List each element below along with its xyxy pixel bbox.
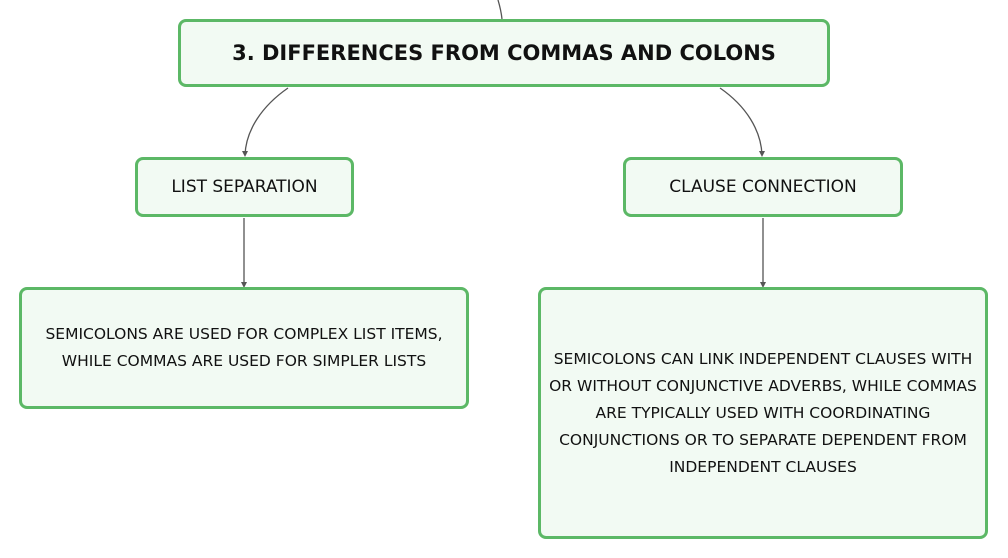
connector-root-to-clause-connection bbox=[719, 87, 763, 156]
leaf-node-list-separation-detail[interactable]: SEMICOLONS ARE USED FOR COMPLEX LIST ITE… bbox=[19, 287, 469, 409]
root-node[interactable]: 3. DIFFERENCES FROM COMMAS AND COLONS bbox=[178, 19, 830, 87]
leaf-node-text: SEMICOLONS ARE USED FOR COMPLEX LIST ITE… bbox=[45, 325, 443, 370]
branch-node-list-separation[interactable]: LIST SEPARATION bbox=[135, 157, 354, 217]
connector-root-to-list-separation bbox=[244, 87, 289, 156]
arrowhead-clause-detail bbox=[760, 282, 766, 288]
arrowhead-list-separation bbox=[242, 151, 248, 157]
connector-parent-to-root bbox=[497, 0, 503, 20]
arrowhead-clause-connection bbox=[759, 151, 765, 157]
arrowhead-list-detail bbox=[241, 282, 247, 288]
branch-node-clause-connection[interactable]: CLAUSE CONNECTION bbox=[623, 157, 903, 217]
branch-node-label: LIST SEPARATION bbox=[171, 177, 318, 197]
root-node-label: 3. DIFFERENCES FROM COMMAS AND COLONS bbox=[232, 41, 776, 65]
branch-node-label: CLAUSE CONNECTION bbox=[669, 177, 857, 197]
leaf-node-text: SEMICOLONS CAN LINK INDEPENDENT CLAUSES … bbox=[549, 349, 977, 476]
leaf-node-clause-connection-detail[interactable]: SEMICOLONS CAN LINK INDEPENDENT CLAUSES … bbox=[538, 287, 988, 539]
